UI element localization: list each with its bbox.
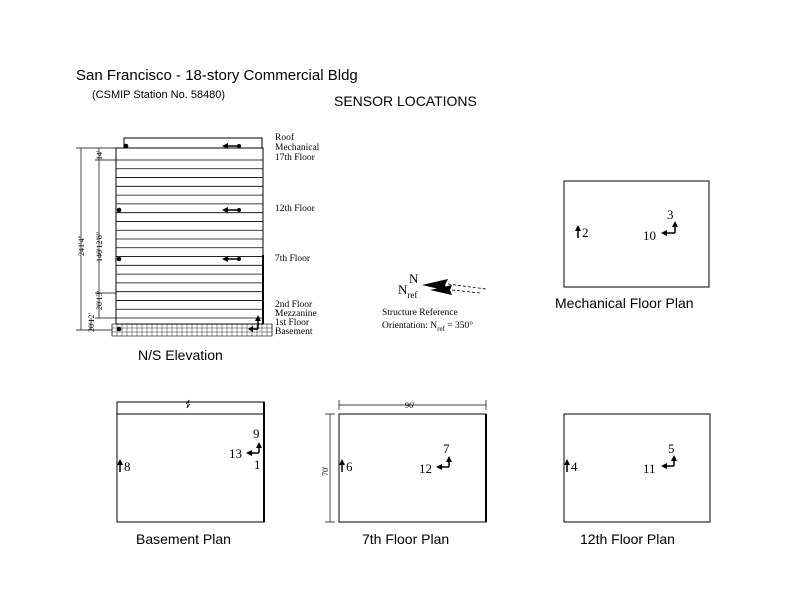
dim-top-story: 14': [95, 150, 104, 160]
nref-arrow-icon: [430, 285, 452, 295]
sensor-pair-7th: [222, 256, 241, 262]
basement-hatch: [111, 324, 273, 336]
sensor-corner-arrows: [436, 456, 452, 470]
sensor-label: 7: [443, 441, 450, 456]
dim-depth: 70': [321, 466, 330, 476]
floor-label-7th: 7th Floor: [275, 254, 311, 264]
sensor-arrow-up: [117, 459, 123, 472]
sensor-label: 5: [668, 441, 675, 456]
sensor-pair-roof: [222, 143, 241, 149]
elevation-caption: N/S Elevation: [138, 347, 223, 363]
dim-lower-stories: 20'13': [95, 291, 104, 310]
sensor-label: 4: [571, 459, 578, 474]
seventh-plan-caption: 7th Floor Plan: [362, 531, 449, 547]
floor-label-2nd: 2nd Floor: [275, 300, 313, 310]
sensor-dot-12th: [116, 207, 122, 213]
twelfth-floor-plan: 4 5 11: [563, 413, 711, 523]
mechanical-plan-caption: Mechanical Floor Plan: [555, 295, 694, 311]
sensor-dot-roof: [123, 143, 129, 149]
floor-label-12th: 12th Floor: [275, 204, 316, 214]
dim-width: 96': [405, 401, 415, 410]
north-label: N: [409, 271, 419, 286]
sensor-arrow-up: [575, 225, 581, 238]
plan-outline: [563, 413, 711, 523]
floor-label-mezzanine: Mezzanine: [275, 309, 317, 319]
elevation-dimensions: [76, 147, 116, 331]
floor-label-roof: Roof: [275, 132, 295, 143]
plan-outline: [563, 180, 710, 288]
dim-total-height: 241'4": [77, 235, 86, 256]
sensor-label: 10: [643, 228, 656, 243]
dim-ground-story: 20'12': [87, 313, 96, 332]
twelfth-plan-caption: 12th Floor Plan: [580, 531, 675, 547]
station-number: (CSMIP Station No. 58480): [92, 89, 225, 101]
basement-plan-caption: Basement Plan: [136, 531, 231, 547]
elevation-drawing: 241'4" 14' 140'12'8" 20'13' 20'12' Roof …: [76, 132, 320, 337]
sensor-corner-arrows: [661, 221, 678, 236]
mechanical-floor-plan: 2 3 10: [563, 180, 710, 288]
plan-outline: [116, 413, 265, 523]
page-title: San Francisco - 18-story Commercial Bldg: [76, 67, 358, 84]
plan-dimensions: [325, 400, 487, 523]
sensor-label: 2: [582, 225, 589, 240]
sensor-arrow-up: [564, 459, 570, 472]
floor-label-mechanical: Mechanical: [275, 143, 320, 153]
floor-label-17th: 17th Floor: [275, 153, 316, 163]
sensor-pair-basement: [248, 315, 261, 332]
sensor-label: 6: [346, 459, 353, 474]
sensor-label: 3: [667, 207, 674, 222]
sensor-corner-arrows: [246, 442, 262, 456]
structure-reference-text: Structure Reference: [382, 307, 458, 318]
sensor-dot-basement: [116, 326, 122, 332]
sensor-locations-heading: SENSOR LOCATIONS: [334, 93, 477, 109]
sensor-arrow-up: [339, 459, 345, 472]
floor-label-basement: Basement: [275, 327, 313, 337]
orientation-text: Orientation: Nref = 350°: [382, 320, 473, 333]
sensor-corner-arrows: [661, 455, 677, 469]
basement-plan: 8 9 13 1: [116, 399, 265, 523]
plan-outline: [338, 413, 487, 523]
sensor-label: 1: [254, 457, 261, 472]
sensor-label: 11: [643, 461, 656, 476]
sensor-label: 8: [124, 459, 131, 474]
sensor-pair-12th: [222, 207, 241, 213]
sensor-dot-7th: [116, 256, 122, 262]
plan-strip: [116, 401, 265, 415]
north-reference: N Nref Structure Reference Orientation: …: [382, 271, 487, 333]
seventh-floor-plan: 96' 70' 6 7 12: [321, 400, 487, 523]
building-outline: [115, 147, 264, 325]
sensor-label: 12: [419, 461, 432, 476]
penthouse-outline: [123, 137, 263, 149]
dim-typical-stories: 140'12'8": [95, 232, 104, 262]
sensor-label: 9: [253, 426, 260, 441]
nref-label: Nref: [398, 282, 417, 300]
floor-lines: [116, 159, 263, 319]
sensor-label: 13: [229, 446, 242, 461]
floor-label-1st: 1st Floor: [275, 318, 310, 328]
